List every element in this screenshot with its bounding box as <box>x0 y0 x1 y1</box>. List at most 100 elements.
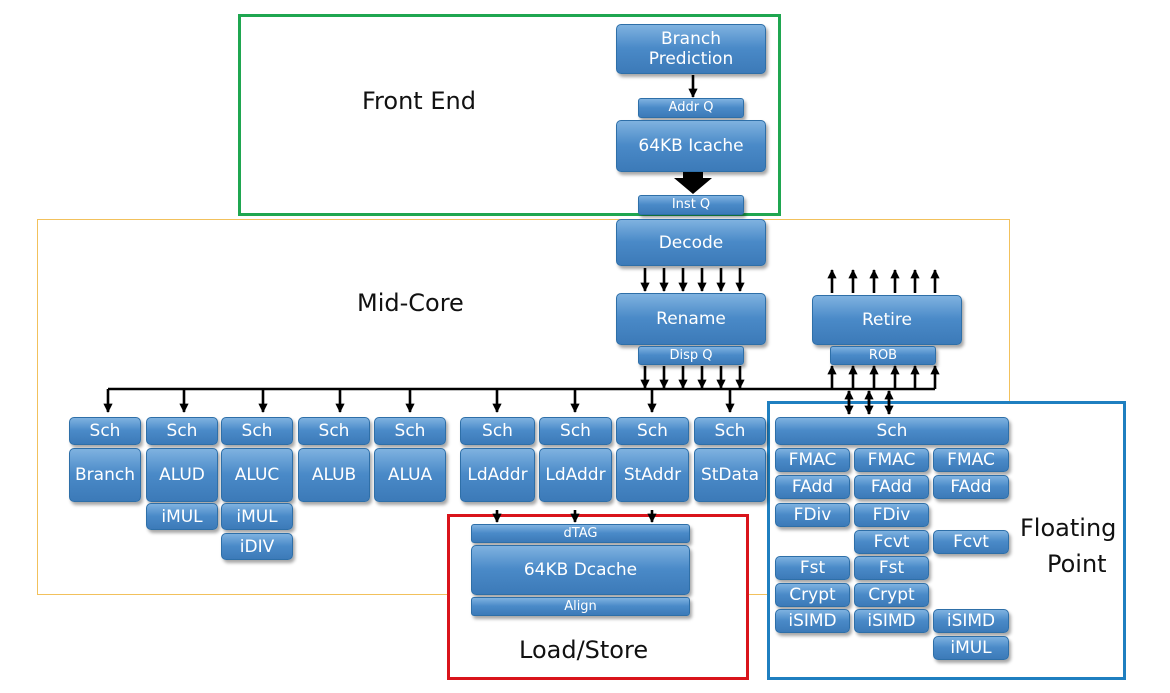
fp-col3-fcvt: Fcvt <box>933 530 1009 554</box>
fp-unit-label: FAdd <box>791 477 834 497</box>
rob-block: ROB <box>830 346 936 365</box>
fp-unit-label: FDiv <box>793 505 832 525</box>
dtag-label: dTAG <box>563 525 598 541</box>
unit-label: LdAddr <box>545 465 606 485</box>
unit-stdata: StData <box>694 448 766 502</box>
load-store-title: Load/Store <box>519 636 649 664</box>
fp-col2-isimd: iSIMD <box>854 609 929 633</box>
fp-col3-imul: iMUL <box>933 636 1009 660</box>
front-end-region <box>238 14 781 216</box>
fp-unit-label: FDiv <box>872 505 911 525</box>
decode-label: Decode <box>658 232 724 253</box>
unit-aluc: ALUC <box>221 448 293 502</box>
scheduler-alua: Sch <box>374 417 446 445</box>
fp-col2-fmac: FMAC <box>854 448 929 472</box>
unit-alud: ALUD <box>146 448 218 502</box>
fp-unit-label: iSIMD <box>788 611 837 631</box>
unit-alua: ALUA <box>374 448 446 502</box>
scheduler-label: Sch <box>166 421 198 441</box>
retire-block: Retire <box>812 295 962 345</box>
fp-unit-label: Crypt <box>789 585 836 605</box>
unit-label: ALUC <box>234 465 280 485</box>
fp-unit-label: Fcvt <box>953 532 989 552</box>
fp-col1-fst: Fst <box>775 556 850 580</box>
rename-block: Rename <box>616 293 766 345</box>
icache-label: 64KB Icache <box>638 136 744 156</box>
dcache-label: 64KB Dcache <box>523 560 638 580</box>
fp-col2-fadd: FAdd <box>854 475 929 499</box>
floating-point-title-line2: Point <box>1047 550 1107 578</box>
fp-col2-crypt: Crypt <box>854 583 929 607</box>
branch-prediction-block: Branch Prediction <box>616 24 766 74</box>
icache-block: 64KB Icache <box>616 120 766 172</box>
fp-unit-label: FAdd <box>870 477 913 497</box>
unit-label: Branch <box>75 465 135 485</box>
fp-unit-label: iSIMD <box>946 611 996 631</box>
unit-label: StData <box>700 465 760 485</box>
fp-unit-label: FMAC <box>788 450 837 470</box>
unit-label: ALUB <box>311 465 357 485</box>
floating-point-title-line1: Floating <box>1020 514 1117 542</box>
fp-col1-fadd: FAdd <box>775 475 850 499</box>
scheduler-staddr: Sch <box>616 417 689 445</box>
scheduler-label: Sch <box>560 421 591 441</box>
front-end-title: Front End <box>362 87 476 115</box>
retire-label: Retire <box>862 310 912 330</box>
align-label: Align <box>564 598 597 614</box>
alud-imul-label: iMUL <box>161 506 203 527</box>
decode-block: Decode <box>616 219 766 266</box>
fp-unit-label: FMAC <box>947 450 995 470</box>
unit-label: LdAddr <box>467 465 528 485</box>
scheduler-branch: Sch <box>69 417 141 445</box>
unit-ldaddr-2: LdAddr <box>539 448 612 502</box>
dcache-block: 64KB Dcache <box>471 545 690 595</box>
rename-label: Rename <box>656 309 726 329</box>
scheduler-label: Sch <box>482 421 513 441</box>
disp-q-block: Disp Q <box>638 346 744 365</box>
fp-col1-crypt: Crypt <box>775 583 850 607</box>
inst-q-block: Inst Q <box>638 195 744 215</box>
fp-col2-fdiv: FDiv <box>854 503 929 527</box>
alud-imul-block: iMUL <box>146 503 218 530</box>
scheduler-label: Sch <box>394 421 426 441</box>
unit-label: StAddr <box>623 465 682 485</box>
fp-col3-isimd: iSIMD <box>933 609 1009 633</box>
fp-col3-fadd: FAdd <box>933 475 1009 499</box>
fp-col1-fmac: FMAC <box>775 448 850 472</box>
fp-col2-fst: Fst <box>854 556 929 580</box>
addr-q-block: Addr Q <box>638 98 744 118</box>
rob-label: ROB <box>868 347 898 363</box>
scheduler-label: Sch <box>637 421 668 441</box>
unit-alub: ALUB <box>298 448 370 502</box>
unit-ldaddr-1: LdAddr <box>460 448 535 502</box>
scheduler-label: Sch <box>318 421 350 441</box>
unit-label: ALUD <box>159 465 205 485</box>
aluc-imul-label: iMUL <box>236 506 278 527</box>
fp-col1-isimd: iSIMD <box>775 609 850 633</box>
aluc-imul-block: iMUL <box>221 503 293 530</box>
branch-prediction-label-line1: Branch <box>661 29 721 49</box>
branch-prediction-label-line2: Prediction <box>648 49 734 69</box>
fp-unit-label: iMUL <box>950 638 992 658</box>
fp-col2-fcvt: Fcvt <box>854 530 929 554</box>
fp-scheduler-label: Sch <box>876 421 908 441</box>
mid-core-title: Mid-Core <box>357 289 464 317</box>
scheduler-stdata: Sch <box>694 417 766 445</box>
fp-col3-fmac: FMAC <box>933 448 1009 472</box>
dtag-block: dTAG <box>471 524 690 543</box>
scheduler-ldaddr-1: Sch <box>460 417 535 445</box>
scheduler-aluc: Sch <box>221 417 293 445</box>
inst-q-label: Inst Q <box>671 197 711 212</box>
fp-unit-label: FAdd <box>950 477 992 497</box>
fp-unit-label: Fst <box>799 558 826 578</box>
scheduler-alub: Sch <box>298 417 370 445</box>
aluc-idiv-block: iDIV <box>221 533 293 560</box>
scheduler-label: Sch <box>714 421 746 441</box>
scheduler-label: Sch <box>89 421 121 441</box>
fp-scheduler-block: Sch <box>775 417 1009 445</box>
fp-unit-label: Fcvt <box>873 532 910 552</box>
scheduler-label: Sch <box>241 421 273 441</box>
scheduler-alud: Sch <box>146 417 218 445</box>
unit-branch: Branch <box>69 448 141 502</box>
